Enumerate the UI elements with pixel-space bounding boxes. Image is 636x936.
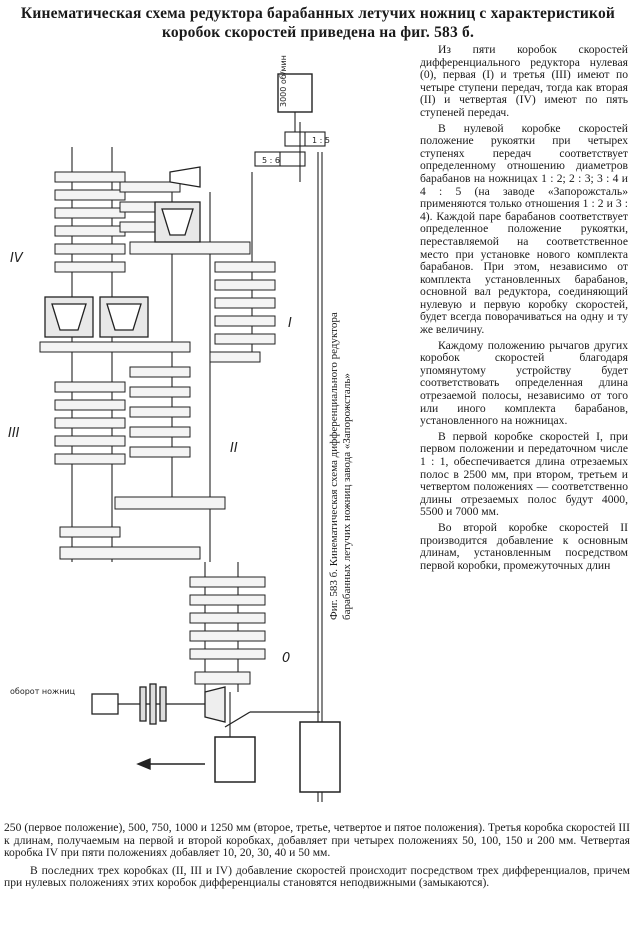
- paragraph: 250 (первое положение), 500, 750, 1000 и…: [4, 821, 630, 860]
- page-heading: Кинематическая схема редуктора барабанны…: [20, 5, 616, 41]
- roman-iv-label: IV: [10, 251, 24, 266]
- caption-line-1: Фиг. 583 б. Кинематическая схема диффере…: [328, 312, 340, 620]
- paragraph: Из пяти коробок скоростей дифференциальн…: [420, 43, 628, 119]
- paragraph: Каждому положению рычагов других коробок…: [420, 338, 628, 428]
- caption-line-2: барабанных летучих ножниц завода «Запоро…: [341, 373, 353, 620]
- ratio-top2-label: 5 : 6: [262, 156, 280, 165]
- paragraph: В нулевой коробке скоростей положение ру…: [420, 121, 628, 337]
- kinematic-diagram: 3000 об/мин 1 : 5 5 : 6 IV III I II 0 об…: [0, 42, 420, 822]
- bottom-text: 250 (первое положение), 500, 750, 1000 и…: [4, 821, 630, 895]
- top-box-label: 3000 об/мин: [279, 55, 288, 107]
- paragraph: В первой коробке скоростей I, при первом…: [420, 429, 628, 519]
- kinematic-scheme-svg: 3000 об/мин 1 : 5 5 : 6 IV III I II 0 об…: [8, 55, 341, 802]
- paragraph: Во второй коробке скоростей II производи…: [420, 520, 628, 572]
- roman-i-label: I: [288, 316, 292, 331]
- roman-iii-label: III: [8, 426, 20, 441]
- right-text-column: Из пяти коробок скоростей дифференциальн…: [420, 43, 628, 575]
- left-box-label: оборот ножниц: [10, 687, 76, 696]
- roman-0-label: 0: [282, 651, 290, 666]
- ratio-top-label: 1 : 5: [312, 136, 330, 145]
- figure-caption: Фиг. 583 б. Кинематическая схема диффере…: [328, 220, 354, 620]
- paragraph: В последних трех коробках (II, III и IV)…: [4, 863, 630, 890]
- roman-ii-label: II: [230, 441, 238, 456]
